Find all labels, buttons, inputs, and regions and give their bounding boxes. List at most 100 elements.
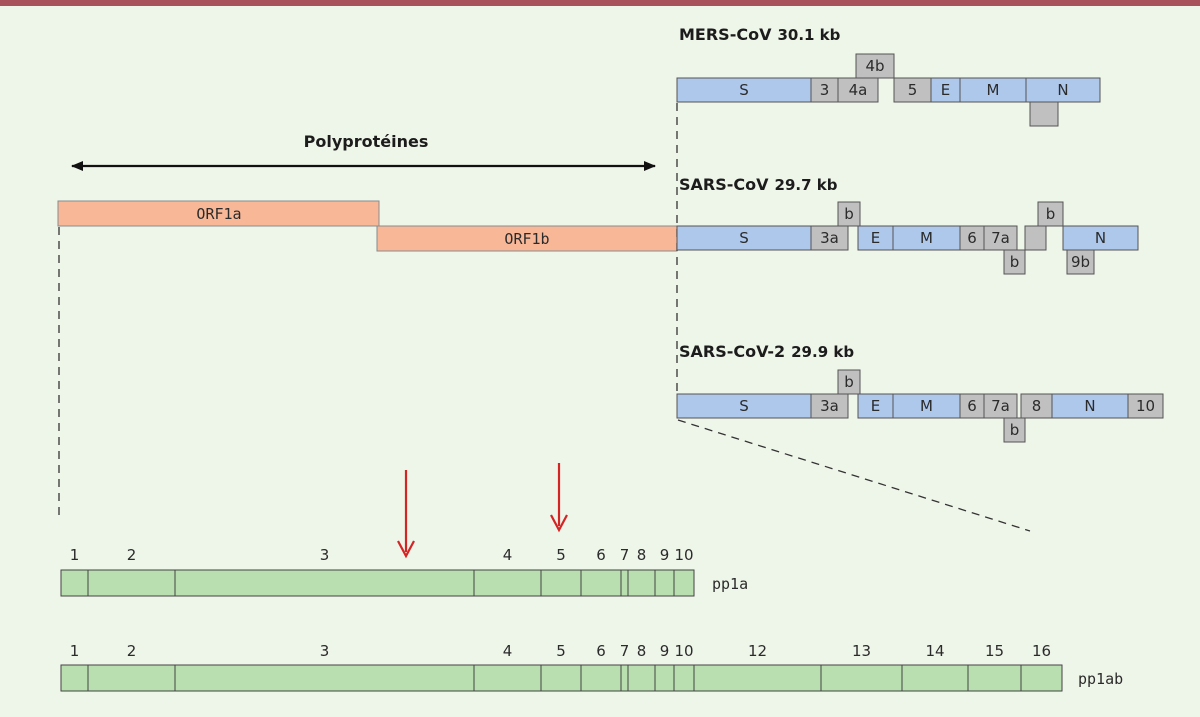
pp1a-nsp-segment	[627, 569, 656, 597]
sars-gene-label: 7a	[991, 229, 1010, 247]
sars2-gene-box	[892, 393, 961, 419]
pp1ab-nsp-segment	[967, 664, 1022, 692]
sars-gene-box	[983, 225, 1018, 251]
pp1a-nsp-number: 9	[660, 546, 670, 564]
sars-gene-box	[1062, 225, 1139, 251]
pp1a-nsp-number: 3	[320, 546, 330, 564]
sars2-gene-label: S	[739, 397, 749, 415]
sars-gene-label: S	[739, 229, 749, 247]
mers-gene-label: 4a	[849, 81, 868, 99]
pp1ab-nsp-number: 2	[127, 642, 137, 660]
sars-gene-label: N	[1095, 229, 1106, 247]
pp1a-nsp-segment	[87, 569, 176, 597]
pp1ab-nsp-number: 12	[748, 642, 767, 660]
red-arrow-nsp5-head	[550, 514, 568, 533]
mers-gene-box	[959, 77, 1027, 103]
pp1ab-nsp-segment	[654, 664, 675, 692]
sars-gene-label: 3a	[820, 229, 839, 247]
sars-gene-box	[959, 225, 985, 251]
sars2-gene-label: E	[871, 397, 880, 415]
pp1a-nsp-number: 8	[637, 546, 647, 564]
sars2-gene-label: b	[1010, 421, 1020, 439]
pp1ab-nsp-segment	[620, 664, 629, 692]
sars2-gene-label: 6	[967, 397, 977, 415]
pp1ab-nsp-number: 14	[925, 642, 944, 660]
pp1a-nsp-segment	[580, 569, 622, 597]
sars2-gene-label: 8	[1032, 397, 1042, 415]
pp1a-nsp-segment	[174, 569, 475, 597]
pp1ab-nsp-segment	[87, 664, 176, 692]
mers-gene-box	[676, 77, 812, 103]
pp1ab-nsp-segment	[60, 664, 89, 692]
sars-gene-label: E	[871, 229, 880, 247]
pp1a-nsp-segment	[654, 569, 675, 597]
sars-gene-label: M	[920, 229, 933, 247]
pp1ab-name: pp1ab	[1078, 670, 1123, 688]
pp1ab-nsp-segment	[580, 664, 622, 692]
sars-gene-box	[810, 225, 849, 251]
sars2-gene-label: 3a	[820, 397, 839, 415]
orf1a-box	[57, 200, 380, 227]
pp1ab-nsp-number: 16	[1032, 642, 1051, 660]
sars-genome-track: S 3a E M 6 7a Nb b b 9b	[676, 201, 1139, 275]
sars-gene-box	[837, 201, 861, 227]
sars-gene-box	[1037, 201, 1064, 227]
mers-gene-box	[930, 77, 961, 103]
sars2-gene-box	[810, 393, 849, 419]
pp1a-name: pp1a	[712, 575, 748, 593]
pp1ab-nsp-number: 10	[674, 642, 693, 660]
pp1ab-nsp-number: 6	[596, 642, 606, 660]
sars2-name: SARS-CoV-2	[679, 342, 785, 361]
mers-gene-label: 3	[820, 81, 830, 99]
sars-gene-label: b	[844, 205, 854, 223]
top-accent-bar	[0, 0, 1200, 6]
dashed-connector-diagonal	[677, 419, 1031, 532]
mers-gene-box	[855, 53, 895, 79]
sars2-title: SARS-CoV-2 29.9 kb	[679, 342, 854, 361]
sars-gene-box	[1066, 249, 1095, 275]
sars2-gene-label: 10	[1136, 397, 1155, 415]
mers-gene-label: 5	[908, 81, 918, 99]
pp1a-nsp-number: 6	[596, 546, 606, 564]
sars2-gene-box	[676, 393, 812, 419]
pp1ab-nsp-segment	[820, 664, 903, 692]
sars-gene-box	[1024, 225, 1047, 251]
sars-gene-label: b	[1046, 205, 1056, 223]
pp1ab-nsp-segment	[693, 664, 822, 692]
mers-name: MERS-CoV	[679, 25, 772, 44]
mers-gene-label: E	[941, 81, 950, 99]
pp1ab-nsp-segment	[174, 664, 475, 692]
mers-size: 30.1 kb	[777, 26, 840, 44]
mers-gene-label: M	[987, 81, 1000, 99]
sars-gene-label: b	[1010, 253, 1020, 271]
mers-gene-box	[1025, 77, 1101, 103]
sars2-gene-label: M	[920, 397, 933, 415]
pp1a-nsp-segment	[620, 569, 629, 597]
pp1ab-nsp-segment	[627, 664, 656, 692]
pp1ab-nsp-segment	[673, 664, 695, 692]
pp1ab-nsp-segment	[1020, 664, 1063, 692]
pp1a-nsp-segment	[473, 569, 542, 597]
pp1ab-nsp-number: 9	[660, 642, 670, 660]
orf1b-label: ORF1b	[504, 230, 549, 248]
sars-gene-box	[676, 225, 812, 251]
mers-gene-label: N	[1057, 81, 1068, 99]
mers-gene-label: S	[739, 81, 749, 99]
sars-gene-label: 9b	[1071, 253, 1090, 271]
orf1b-box	[376, 225, 678, 252]
mers-title: MERS-CoV 30.1 kb	[679, 25, 841, 44]
pp1a-nsp-number: 1	[70, 546, 80, 564]
sars-gene-label: 6	[967, 229, 977, 247]
sars-gene-box	[857, 225, 894, 251]
sars2-gene-label: 7a	[991, 397, 1010, 415]
pp1ab-nsp-number: 8	[637, 642, 647, 660]
pp1a-nsp-number: 2	[127, 546, 137, 564]
pp1ab-nsp-number: 4	[503, 642, 513, 660]
sars2-size: 29.9 kb	[791, 343, 854, 361]
pp1a-nsp-number: 10	[674, 546, 693, 564]
